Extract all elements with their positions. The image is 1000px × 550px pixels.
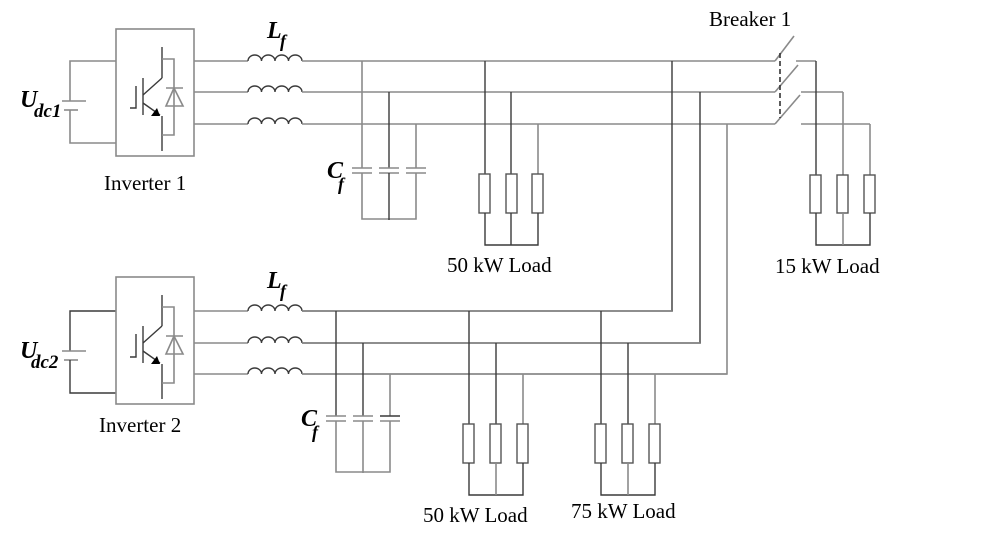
- diode-icon: [162, 58, 185, 136]
- igbt2-collector-diag: [142, 325, 163, 344]
- inverter-1-box: [115, 28, 195, 157]
- dc2-positive-wire: [69, 310, 116, 351]
- breaker-switch-icon[interactable]: [774, 94, 801, 125]
- dc-source-1: U dc1: [20, 60, 116, 144]
- lf2-label-subscript: f: [280, 281, 288, 301]
- load-15-label: 15 kW Load: [775, 254, 880, 278]
- resistor-icon: [516, 423, 529, 464]
- inductor-icon: [247, 117, 303, 125]
- diode-wire: [162, 58, 175, 136]
- resistor-icon: [836, 174, 849, 214]
- load-bottom-75kw: 75 kW Load: [571, 311, 676, 523]
- inductor-icon: [247, 336, 303, 344]
- dc1-negative-wire: [69, 110, 116, 144]
- igbt-gate: [130, 86, 137, 109]
- cf1-label-subscript: f: [338, 174, 346, 194]
- inductor-icon: [247, 367, 303, 375]
- load-breaker-15kw: 15 kW Load: [775, 61, 880, 278]
- bus-2: [302, 310, 727, 375]
- inverter-1: Inverter 1: [104, 28, 195, 195]
- tie-phase-c: [302, 124, 728, 375]
- load-bottom-50kw: 50 kW Load: [423, 311, 529, 527]
- lf1-label-symbol: L: [266, 18, 282, 44]
- inductors-2: L f: [194, 268, 303, 375]
- resistor-icon: [505, 173, 518, 214]
- diode2-triangle: [164, 334, 185, 355]
- load-bottom-50-label: 50 kW Load: [423, 503, 528, 527]
- breaker-switch-icon[interactable]: [774, 35, 795, 62]
- dc1-label-subscript: dc1: [34, 101, 61, 122]
- capacitor-bank-2: C f: [301, 311, 400, 473]
- diode-triangle: [164, 86, 185, 107]
- diode2-wire: [162, 306, 175, 384]
- load-top-50kw: 50 kW Load: [447, 61, 552, 277]
- igbt2-emitter-arrow: [151, 356, 160, 364]
- bus-1: [302, 60, 775, 125]
- dc1-positive-wire: [69, 60, 116, 101]
- resistor-icon: [462, 423, 475, 464]
- resistor-icon: [594, 423, 607, 464]
- dc2-label-subscript: dc2: [31, 352, 59, 373]
- breaker-switch-icon[interactable]: [774, 64, 799, 93]
- breaker-1-label: Breaker 1: [709, 7, 791, 31]
- inductor-icon: [247, 54, 303, 62]
- inductor-icon: [247, 85, 303, 93]
- resistor-icon: [531, 173, 544, 214]
- dc-source-2: U dc2: [20, 310, 116, 394]
- resistor-icon: [809, 174, 822, 214]
- cf2-label-subscript: f: [312, 422, 320, 442]
- igbt-icon: [130, 295, 163, 399]
- resistor-icon: [489, 423, 502, 464]
- dc2-negative-wire: [69, 360, 116, 394]
- bus-ties: [302, 61, 728, 375]
- cf1-label-symbol: C: [327, 158, 344, 184]
- lf2-label-symbol: L: [266, 268, 282, 294]
- inverter-2-box: [115, 276, 195, 405]
- resistor-icon: [621, 423, 634, 464]
- breaker-1[interactable]: Breaker 1: [709, 7, 870, 125]
- dc2-label-symbol: U: [20, 338, 39, 364]
- resistor-icon: [478, 173, 491, 214]
- igbt-emitter-arrow: [151, 108, 160, 116]
- resistor-icon: [648, 423, 661, 464]
- inverter-1-label: Inverter 1: [104, 171, 186, 195]
- inductors-1: L f: [194, 18, 303, 125]
- load-bottom-75-label: 75 kW Load: [571, 499, 676, 523]
- resistor-icon: [863, 174, 876, 214]
- inverter-2: Inverter 2: [99, 276, 195, 437]
- capacitor-bank-1: C f: [327, 61, 426, 220]
- load-top-50-label: 50 kW Load: [447, 253, 552, 277]
- igbt-collector-diag: [142, 77, 163, 96]
- cf2-label-symbol: C: [301, 406, 318, 432]
- inverter-2-label: Inverter 2: [99, 413, 181, 437]
- lf1-label-subscript: f: [280, 31, 288, 51]
- dc1-label-symbol: U: [20, 87, 39, 113]
- inductor-icon: [247, 304, 303, 312]
- diode-icon: [162, 306, 185, 384]
- igbt2-gate: [130, 334, 137, 358]
